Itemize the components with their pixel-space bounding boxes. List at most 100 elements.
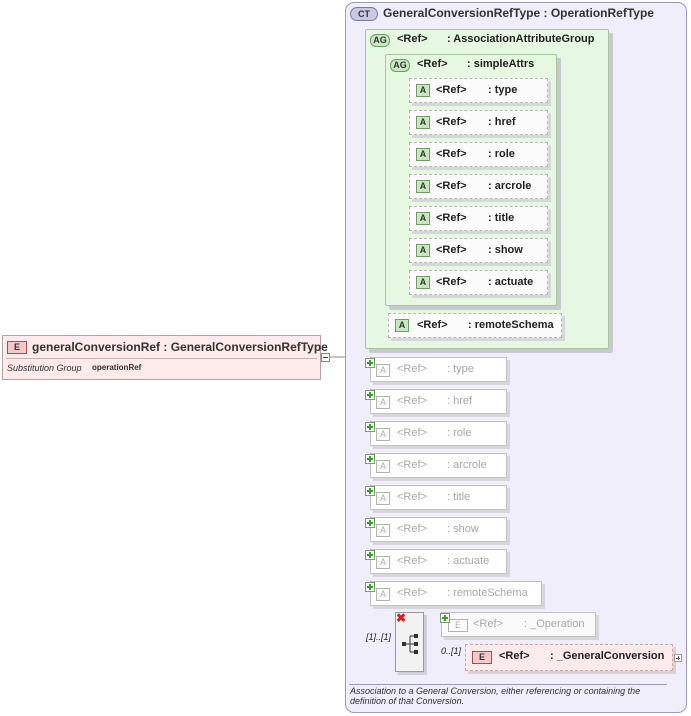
attribute-ref: <Ref> (436, 212, 467, 224)
attribute-name: : arcrole (447, 459, 487, 471)
attribute-name: : href (447, 395, 473, 407)
attribute-name: : remoteSchema (447, 587, 528, 599)
inherited-attribute-remote-schema[interactable]: A <Ref> : remoteSchema (370, 581, 542, 606)
attribute-name: : type (447, 363, 474, 375)
attribute-ref: <Ref> (397, 459, 427, 471)
attribute-group-ref: <Ref> (397, 33, 428, 45)
inherited-attribute-title[interactable]: A <Ref> : title (370, 485, 507, 510)
attribute-name: : role (447, 427, 472, 439)
element-ref: <Ref> (473, 618, 503, 630)
expand-plus-icon[interactable] (365, 550, 375, 560)
attribute-group-ref: <Ref> (417, 58, 448, 70)
attribute-ref: <Ref> (436, 84, 467, 96)
expand-plus-icon[interactable] (365, 358, 375, 368)
attribute-role[interactable]: A <Ref> : role (409, 142, 548, 167)
annotation-text: Association to a General Conversion, eit… (350, 686, 641, 706)
attribute-badge: A (376, 460, 390, 473)
attribute-group-badge: AG (390, 59, 410, 72)
substitution-group-label: Substitution Group (7, 363, 82, 373)
attribute-group-name: : AssociationAttributeGroup (447, 33, 595, 45)
attribute-badge: A (416, 180, 430, 193)
attribute-name: : show (447, 523, 479, 535)
expand-plus-icon[interactable] (365, 422, 375, 432)
inherited-attribute-type[interactable]: A <Ref> : type (370, 357, 507, 382)
collapse-icon[interactable] (321, 353, 330, 362)
inherited-attribute-show[interactable]: A <Ref> : show (370, 517, 507, 542)
attribute-ref: <Ref> (436, 276, 467, 288)
element-badge: E (472, 651, 492, 664)
complex-type-badge: CT (350, 7, 378, 21)
attribute-ref: <Ref> (436, 244, 467, 256)
root-element-box[interactable] (2, 335, 321, 380)
expand-plus-icon[interactable] (365, 518, 375, 528)
attribute-name: : role (488, 148, 515, 160)
attribute-name: : actuate (447, 555, 490, 567)
attribute-name: : show (488, 244, 523, 256)
choice-close-icon[interactable]: ✖ (396, 611, 407, 625)
attribute-name: : arcrole (488, 180, 532, 192)
attribute-ref: <Ref> (397, 587, 427, 599)
inherited-attribute-role[interactable]: A <Ref> : role (370, 421, 507, 446)
attribute-badge: A (376, 492, 390, 505)
attribute-ref: <Ref> (436, 148, 467, 160)
root-element-title: generalConversionRef : GeneralConversion… (32, 340, 328, 354)
attribute-badge: A (376, 524, 390, 537)
expand-plus-icon[interactable] (365, 454, 375, 464)
element-operation[interactable]: E <Ref> : _Operation (441, 612, 596, 637)
attribute-badge: A (376, 396, 390, 409)
attribute-ref: <Ref> (397, 555, 427, 567)
attribute-ref: <Ref> (417, 319, 448, 331)
expand-plus-icon[interactable] (674, 654, 682, 662)
choice-multiplicity: [1]..[1] (366, 632, 392, 642)
annotation-divider (349, 684, 667, 685)
root-element-divider (6, 358, 317, 359)
element-name: : _GeneralConversion (550, 650, 665, 662)
attribute-name: : title (447, 491, 471, 503)
element-name: : _Operation (524, 618, 585, 630)
attribute-badge: A (416, 84, 430, 97)
attribute-name: : actuate (488, 276, 534, 288)
attribute-type[interactable]: A <Ref> : type (409, 78, 548, 103)
attribute-badge: A (376, 588, 390, 601)
attribute-actuate[interactable]: A <Ref> : actuate (409, 270, 548, 295)
attribute-badge: A (416, 212, 430, 225)
inherited-attribute-arcrole[interactable]: A <Ref> : arcrole (370, 453, 507, 478)
substitution-group-value: operationRef (92, 363, 142, 372)
attribute-badge: A (416, 244, 430, 257)
attribute-badge: A (416, 276, 430, 289)
attribute-name: : type (488, 84, 518, 96)
attribute-badge: A (416, 148, 430, 161)
attribute-href[interactable]: A <Ref> : href (409, 110, 548, 135)
attribute-name: : remoteSchema (468, 319, 554, 331)
expand-plus-icon[interactable] (365, 486, 375, 496)
choice-compositor[interactable] (395, 612, 424, 672)
attribute-ref: <Ref> (397, 523, 427, 535)
complex-type-title: GeneralConversionRefType : OperationRefT… (383, 6, 654, 20)
attribute-badge: A (376, 556, 390, 569)
element-ref: <Ref> (499, 650, 530, 662)
attribute-name: : title (488, 212, 515, 224)
attribute-ref: <Ref> (436, 116, 467, 128)
inherited-attribute-actuate[interactable]: A <Ref> : actuate (370, 549, 507, 574)
attribute-remote-schema[interactable]: A <Ref> : remoteSchema (388, 313, 562, 338)
attribute-ref: <Ref> (397, 491, 427, 503)
attribute-title[interactable]: A <Ref> : title (409, 206, 548, 231)
attribute-ref: <Ref> (397, 363, 427, 375)
attribute-badge: A (395, 319, 409, 332)
element-general-conversion[interactable]: E <Ref> : _GeneralConversion (465, 644, 673, 671)
attribute-group-badge: AG (370, 34, 390, 47)
attribute-group-name: : simpleAttrs (467, 58, 535, 70)
attribute-badge: A (416, 116, 430, 129)
attribute-name: : href (488, 116, 516, 128)
expand-plus-icon[interactable] (440, 613, 450, 623)
attribute-show[interactable]: A <Ref> : show (409, 238, 548, 263)
attribute-badge: A (376, 364, 390, 377)
inherited-attribute-href[interactable]: A <Ref> : href (370, 389, 507, 414)
element-multiplicity: 0..[1] (441, 646, 462, 656)
element-badge: E (448, 619, 468, 632)
expand-plus-icon[interactable] (365, 582, 375, 592)
expand-plus-icon[interactable] (365, 390, 375, 400)
attribute-badge: A (376, 428, 390, 441)
attribute-ref: <Ref> (436, 180, 467, 192)
attribute-arcrole[interactable]: A <Ref> : arcrole (409, 174, 548, 199)
